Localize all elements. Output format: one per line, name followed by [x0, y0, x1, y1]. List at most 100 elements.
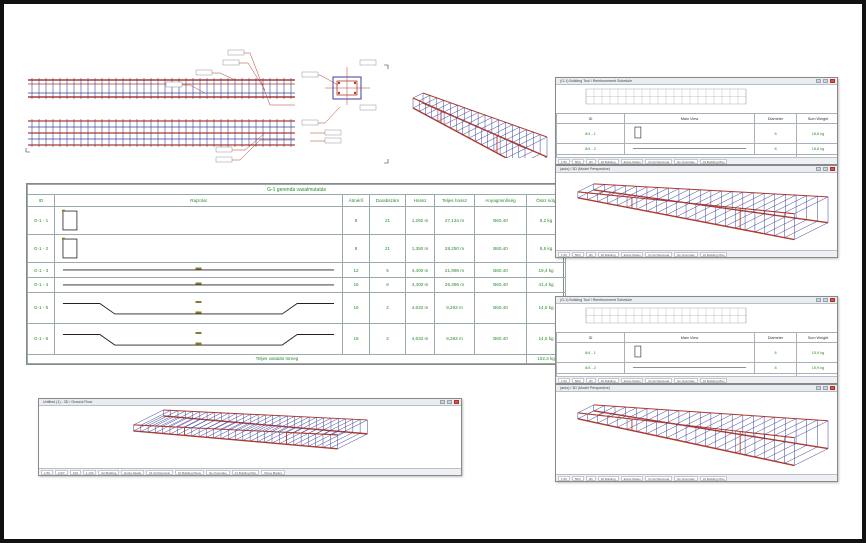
status-field[interactable]: 1:50: [558, 158, 570, 164]
rebar-cage-3d-view[interactable]: [39, 407, 461, 469]
close-button[interactable]: [830, 386, 835, 390]
reinforcement-schedule-table: G-1 gerenda vasalmutatás ID Rajzolat Átm…: [26, 183, 567, 365]
grid-header-strip: [585, 88, 747, 105]
row-count: 6: [369, 277, 406, 293]
status-field[interactable]: 1:50: [558, 377, 570, 383]
bent-bar-shape: [62, 300, 335, 315]
reinforcement-schedule-window-1[interactable]: (G-1) Building Tool / Reinforcement Sche…: [555, 77, 838, 165]
status-field[interactable]: 01 Building Plan: [699, 158, 728, 164]
status-field[interactable]: 1:50: [558, 475, 570, 481]
window-title-bar[interactable]: Untitled (1) - 3D / Ground Floor: [39, 399, 461, 406]
straight-bar-shape: [62, 282, 335, 286]
row-id: G-1 - 6: [27, 322, 55, 355]
status-field[interactable]: 1:50: [41, 469, 53, 475]
status-field[interactable]: 01 Architectural: [645, 251, 673, 257]
status-field[interactable]: 02 Building: [597, 158, 619, 164]
close-button[interactable]: [454, 400, 459, 404]
status-field[interactable]: 3D: [585, 158, 596, 164]
status-field[interactable]: Entire Model: [121, 469, 145, 475]
row-grade: B60.40: [474, 291, 527, 324]
status-field[interactable]: Entire Model: [620, 475, 644, 481]
window-title-bar[interactable]: (auto) / 3D (Model Perspective): [556, 385, 837, 392]
col-header-sum-weight: Sum Weight: [796, 113, 837, 124]
stirrup-bar-shape: [61, 237, 78, 259]
status-field[interactable]: 0.00°: [54, 469, 68, 475]
minimize-button[interactable]: [816, 167, 821, 171]
status-field[interactable]: 01 Building Plan: [699, 377, 728, 383]
status-field[interactable]: 1:50: [558, 251, 570, 257]
status-field[interactable]: No Overrides: [674, 251, 698, 257]
close-button[interactable]: [830, 79, 835, 83]
minimize-button[interactable]: [816, 386, 821, 390]
rebar-cage-3d-view[interactable]: [556, 393, 837, 475]
minimize-button[interactable]: [816, 79, 821, 83]
maximize-button[interactable]: [823, 386, 828, 390]
status-field[interactable]: 3D: [585, 377, 596, 383]
status-field[interactable]: 01 Architectural: [645, 158, 673, 164]
status-field[interactable]: 50%: [571, 475, 584, 481]
maximize-button[interactable]: [823, 79, 828, 83]
status-field[interactable]: 3D: [585, 251, 596, 257]
beam-cross-section: [325, 67, 370, 105]
col-header-id: ID: [556, 113, 625, 124]
status-field[interactable]: 01 Architectural: [645, 475, 673, 481]
status-field[interactable]: 01 Building Plan: [699, 475, 728, 481]
row-grade: B60.40: [474, 277, 527, 293]
status-field[interactable]: 02 Building: [597, 377, 619, 383]
status-field[interactable]: 50%: [571, 251, 584, 257]
maximize-button[interactable]: [823, 167, 828, 171]
col-header-length: Hossz: [405, 194, 435, 208]
status-field[interactable]: No Overrides: [674, 377, 698, 383]
status-field[interactable]: 1:100: [82, 469, 97, 475]
minimize-button[interactable]: [816, 298, 821, 302]
status-field[interactable]: 100: [69, 469, 81, 475]
status-field[interactable]: 01 Building Plan: [231, 469, 260, 475]
status-field[interactable]: 01 Architectural: [146, 469, 173, 475]
row-drawing: [54, 322, 343, 355]
status-field[interactable]: No Overrides: [206, 469, 230, 475]
row-total-length: 21,998 m: [434, 262, 475, 278]
status-field[interactable]: Entire Model: [620, 158, 644, 164]
maximize-button[interactable]: [823, 298, 828, 302]
maximize-button[interactable]: [447, 400, 452, 404]
status-field[interactable]: 02 Building: [597, 475, 619, 481]
rebar-cage-3d-view[interactable]: [556, 174, 837, 251]
window-title-bar[interactable]: (G-1) Building Tool / Reinforcement Sche…: [556, 297, 837, 304]
straight-bar-shape: [632, 367, 747, 368]
status-field[interactable]: No Overrides: [674, 475, 698, 481]
status-field[interactable]: 01 Building Plan: [699, 251, 728, 257]
close-button[interactable]: [830, 298, 835, 302]
status-field[interactable]: Entire Model: [620, 377, 644, 383]
status-field[interactable]: Plans Marker: [261, 469, 286, 475]
window-title-bar[interactable]: (G-1) Building Tool / Reinforcement Sche…: [556, 78, 837, 85]
row-length: 4,632 m: [405, 322, 435, 355]
status-field[interactable]: 02 Building: [597, 251, 619, 257]
row-id: G-1 - 1: [27, 206, 55, 236]
status-field[interactable]: Entire Model: [620, 251, 644, 257]
beam-reinforcement-drawing: [25, 49, 389, 164]
status-field[interactable]: No Overrides: [674, 158, 698, 164]
status-field[interactable]: 01 Architectural: [645, 377, 673, 383]
close-button[interactable]: [830, 167, 835, 171]
rebar-cage-3d-view: [412, 92, 548, 158]
status-field[interactable]: 50%: [571, 158, 584, 164]
window-title-bar[interactable]: (auto) / 3D (Model Perspective): [556, 166, 837, 173]
col-header-diameter: Diameter: [754, 113, 797, 124]
status-field[interactable]: 02 Building: [98, 469, 120, 475]
status-field[interactable]: 3D: [585, 475, 596, 481]
reinforcement-schedule-window-2[interactable]: (G-1) Building Tool / Reinforcement Sche…: [555, 296, 838, 384]
rebar-tags: [170, 52, 341, 161]
row-drawing: [54, 206, 343, 236]
status-field[interactable]: 50%: [571, 377, 584, 383]
status-field[interactable]: 01 Building Plans: [174, 469, 204, 475]
minimize-button[interactable]: [440, 400, 445, 404]
